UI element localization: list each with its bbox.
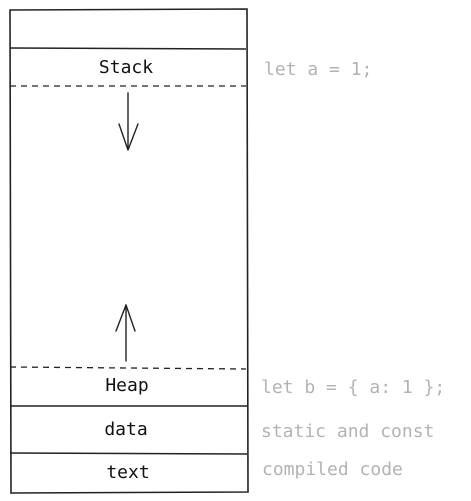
data-text-separator bbox=[9, 452, 248, 455]
stack-growth-arrow-icon bbox=[118, 92, 139, 151]
text-segment-label: text bbox=[106, 462, 149, 483]
top-separator bbox=[9, 47, 247, 50]
heap-boundary-dashed bbox=[9, 366, 247, 370]
heap-segment-label: Heap bbox=[105, 375, 148, 396]
stack-example-note: let a = 1; bbox=[264, 59, 372, 80]
heap-growth-arrow-icon bbox=[115, 304, 136, 362]
data-example-note: static and const bbox=[261, 421, 434, 442]
heap-example-note: let b = { a: 1 }; bbox=[261, 377, 445, 398]
memory-column-frame bbox=[9, 8, 249, 494]
text-example-note: compiled code bbox=[262, 459, 403, 480]
stack-segment-label: Stack bbox=[99, 57, 153, 78]
data-segment-label: data bbox=[104, 419, 147, 440]
